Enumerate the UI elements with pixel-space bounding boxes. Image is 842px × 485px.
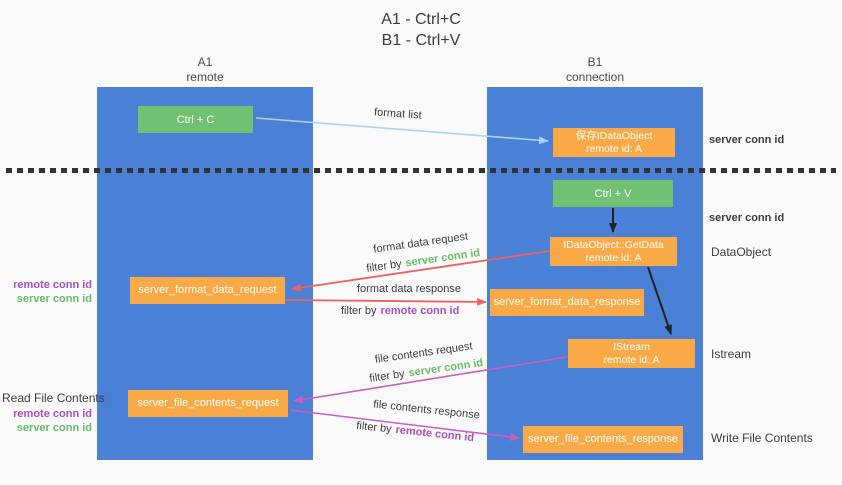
node-ctrl-c-label: Ctrl + C: [176, 113, 215, 126]
node-save-idataobject-title: 保存IDataObject: [575, 129, 653, 142]
lane-a1-role: remote: [186, 70, 224, 84]
filter-by-text: filter by: [368, 368, 406, 385]
annotation-server-conn-id-mid: server conn id: [709, 212, 785, 224]
node-istream: IStream remote id: A: [568, 339, 695, 368]
node-ctrl-c: Ctrl + C: [138, 106, 253, 133]
filter-key-remote-conn-id: remote conn id: [380, 305, 460, 317]
node-file-request-label: server_file_contents_request: [137, 397, 279, 409]
lane-a1-name: A1: [197, 55, 213, 69]
filter-by-text: filter by: [341, 305, 377, 317]
label-format-data-response: format data response: [357, 283, 461, 295]
node-istream-remote-id: remote id: A: [603, 353, 660, 366]
annotation-dataobject: DataObject: [711, 245, 772, 259]
annotation-file-server-conn-id: server conn id: [16, 422, 92, 434]
node-ctrl-v: Ctrl + V: [553, 180, 673, 207]
annotation-format-conn-ids: remote conn id server conn id: [2, 278, 92, 306]
node-save-idataobject-remote-id: remote id: A: [585, 142, 643, 155]
node-file-response-label: server_file_contents_response: [528, 433, 678, 445]
node-server-file-contents-response: server_file_contents_response: [523, 426, 683, 453]
node-getdata-remote-id: remote id: A: [585, 251, 642, 264]
node-ctrl-v-label: Ctrl + V: [594, 187, 632, 200]
node-server-format-data-request: server_format_data_request: [130, 277, 285, 304]
annotation-istream: Istream: [711, 347, 752, 361]
annotation-format-remote-conn-id: remote conn id: [13, 279, 92, 291]
label-format-list: format list: [373, 106, 423, 122]
node-format-request-label: server_format_data_request: [138, 284, 277, 296]
title-line-ctrl-v: B1 - Ctrl+V: [381, 32, 461, 49]
filter-by-text: filter by: [355, 419, 393, 436]
lane-header-a1: A1 remote: [97, 55, 313, 85]
annotation-server-conn-id-top: server conn id: [709, 134, 785, 146]
annotation-file-remote-conn-id: remote conn id: [13, 408, 92, 420]
node-server-file-contents-request: server_file_contents_request: [128, 390, 288, 417]
lane-header-b1: B1 connection: [487, 55, 703, 85]
lane-b1-name: B1: [587, 55, 603, 69]
title-line-ctrl-c: A1 - Ctrl+C: [381, 11, 461, 28]
annotation-read-file-contents: Read File Contents: [2, 391, 105, 405]
annotation-write-file-contents: Write File Contents: [711, 431, 813, 445]
annotation-format-server-conn-id: server conn id: [16, 293, 92, 305]
node-format-response-label: server_format_data_response: [493, 296, 641, 308]
diagram-title: A1 - Ctrl+C B1 - Ctrl+V: [0, 9, 842, 51]
label-file-contents-response: file contents response: [372, 398, 481, 422]
arrow-format-data-response: [285, 297, 487, 306]
session-separator-dotted-line: [6, 168, 836, 173]
lane-b1-role: connection: [565, 70, 625, 84]
node-save-idataobject: 保存IDataObject remote id: A: [553, 128, 675, 157]
filter-key-remote-conn-id: remote conn id: [394, 423, 475, 445]
node-getdata-title: IDataObject::GetData: [563, 238, 664, 251]
filter-by-text: filter by: [365, 258, 403, 275]
annotation-file-conn-ids: remote conn id server conn id: [2, 407, 92, 435]
node-server-format-data-response: server_format_data_response: [490, 289, 644, 316]
node-istream-title: IStream: [613, 340, 650, 353]
node-idataobject-getdata: IDataObject::GetData remote id: A: [550, 237, 677, 266]
